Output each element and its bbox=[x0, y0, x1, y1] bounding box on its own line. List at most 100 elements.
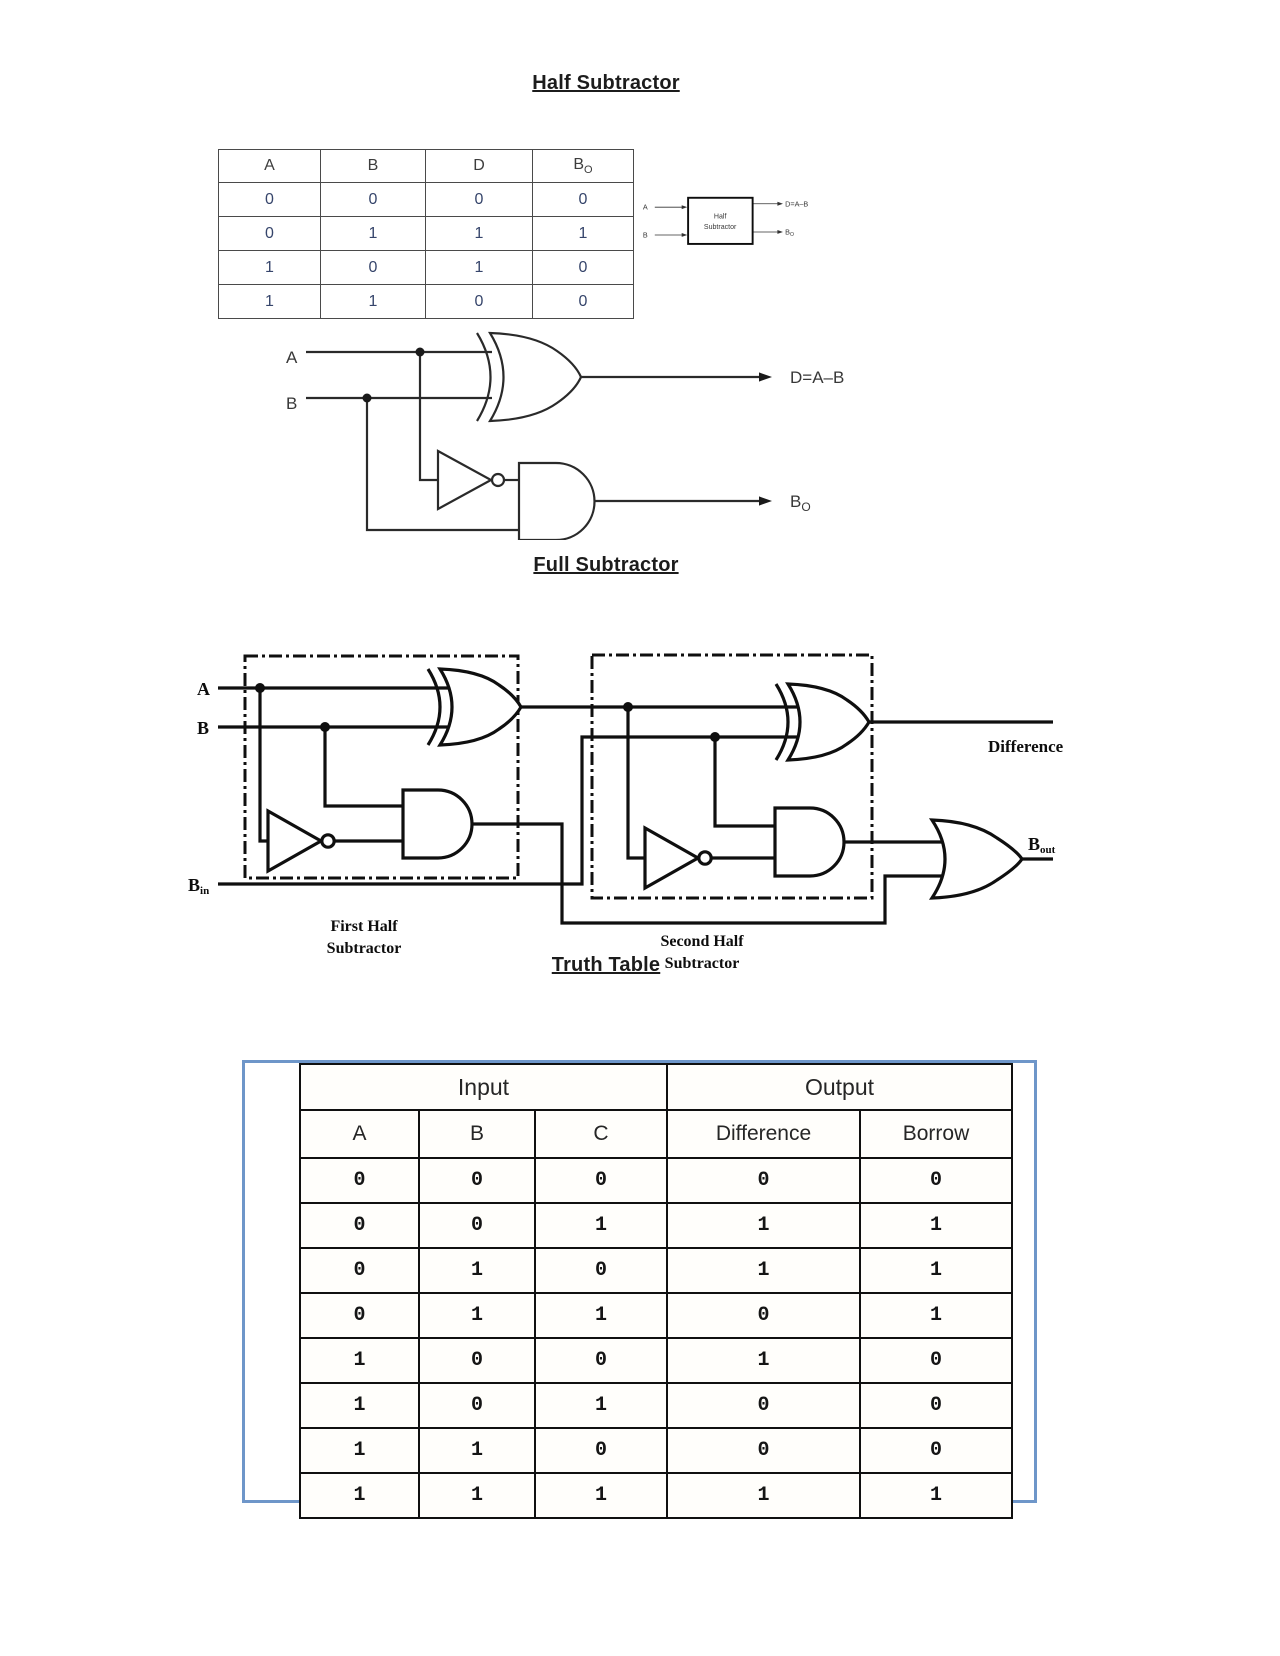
table-cell: 0 bbox=[299, 1247, 420, 1294]
column-header-a: A bbox=[218, 149, 321, 183]
and1-gate bbox=[401, 788, 474, 860]
table-cell: 1 bbox=[534, 1472, 668, 1519]
table-cell: 1 bbox=[299, 1382, 420, 1429]
table-cell: 0 bbox=[666, 1157, 861, 1204]
table-cell: 0 bbox=[858, 1427, 1014, 1474]
label-output-borrow: BO bbox=[785, 228, 794, 239]
table-cell: 1 bbox=[425, 216, 533, 251]
table-cell: 0 bbox=[418, 1157, 536, 1204]
junction-dot bbox=[415, 347, 425, 357]
wire-bin bbox=[218, 735, 799, 886]
table-cell: 1 bbox=[320, 216, 426, 251]
column-header-borrow: Borrow bbox=[858, 1109, 1014, 1159]
column-header-row: A B C Difference Borrow bbox=[299, 1109, 1014, 1159]
table-cell: 0 bbox=[534, 1337, 668, 1384]
table-cell: 1 bbox=[858, 1247, 1014, 1294]
wire-a-to-not1 bbox=[258, 688, 268, 843]
group-header-input: Input bbox=[299, 1063, 668, 1111]
table-cell: 0 bbox=[666, 1292, 861, 1339]
half-subtractor-title: Half Subtractor bbox=[532, 72, 680, 94]
table-cell: 0 bbox=[534, 1157, 668, 1204]
bo-sub: O bbox=[790, 232, 794, 238]
label-input-b: B bbox=[643, 231, 648, 240]
table-cell: 1 bbox=[299, 1427, 420, 1474]
table-cell: 1 bbox=[858, 1292, 1014, 1339]
label-difference: Difference bbox=[988, 737, 1064, 756]
wire-bin-to-and2 bbox=[713, 737, 775, 828]
table-cell: 1 bbox=[418, 1427, 536, 1474]
not-gate-bubble bbox=[490, 472, 506, 488]
column-header-c: C bbox=[534, 1109, 668, 1159]
arrowhead-icon bbox=[759, 496, 772, 506]
table-cell: 1 bbox=[299, 1472, 420, 1519]
bo-sub: O bbox=[584, 164, 593, 177]
table-cell: 0 bbox=[418, 1337, 536, 1384]
table-cell: 0 bbox=[858, 1337, 1014, 1384]
table-cell: 1 bbox=[666, 1202, 861, 1249]
first-half-subtractor-box bbox=[243, 654, 520, 880]
bout-main: B bbox=[1028, 834, 1040, 854]
table-cell: 0 bbox=[299, 1157, 420, 1204]
junction-dot bbox=[255, 683, 265, 693]
bo-sub: O bbox=[801, 500, 810, 514]
table-cell: 1 bbox=[666, 1472, 861, 1519]
table-cell: 0 bbox=[858, 1382, 1014, 1429]
column-header-bo: BO bbox=[532, 149, 634, 183]
xor1-gate bbox=[437, 667, 523, 747]
junction-dot bbox=[623, 702, 633, 712]
table-cell: 1 bbox=[320, 284, 426, 319]
table-cell: 1 bbox=[299, 1337, 420, 1384]
table-cell: 0 bbox=[666, 1382, 861, 1429]
second-half-subtractor-box bbox=[590, 653, 874, 900]
column-header-difference: Difference bbox=[666, 1109, 861, 1159]
arrowhead-icon bbox=[777, 229, 783, 234]
table-cell: 0 bbox=[320, 250, 426, 285]
arrowhead-icon bbox=[681, 232, 688, 237]
full-subtractor-title: Full Subtractor bbox=[533, 554, 679, 576]
or-gate bbox=[928, 818, 1024, 900]
label-output-difference: D=A–B bbox=[785, 199, 808, 208]
half-subtractor-box bbox=[687, 196, 754, 245]
column-header-a: A bbox=[299, 1109, 420, 1159]
table-cell: 0 bbox=[532, 284, 634, 319]
table-cell: 0 bbox=[320, 182, 426, 217]
table-cell: 0 bbox=[425, 284, 533, 319]
arrowhead-icon bbox=[759, 372, 772, 382]
arrowhead-icon bbox=[777, 201, 783, 206]
label-b: B bbox=[286, 394, 297, 413]
table-cell: 1 bbox=[418, 1292, 536, 1339]
not1-gate bbox=[266, 808, 325, 874]
xor2-gate bbox=[785, 682, 871, 762]
label-difference: D=A–B bbox=[790, 368, 844, 387]
arrowhead-icon bbox=[681, 205, 688, 210]
label-a: A bbox=[286, 348, 298, 367]
truth-table-title: Truth Table bbox=[551, 954, 661, 976]
table-cell: 0 bbox=[666, 1427, 861, 1474]
table-cell: 1 bbox=[858, 1202, 1014, 1249]
table-cell: 0 bbox=[299, 1202, 420, 1249]
table-cell: 1 bbox=[534, 1382, 668, 1429]
table-cell: 1 bbox=[218, 284, 321, 319]
table-cell: 0 bbox=[425, 182, 533, 217]
table-cell: 0 bbox=[532, 250, 634, 285]
table-cell: 1 bbox=[534, 1202, 668, 1249]
second-half-caption-line2: Subtractor bbox=[665, 955, 740, 972]
label-input-b: B bbox=[197, 718, 209, 738]
not1-gate-bubble bbox=[320, 833, 336, 849]
table-header-row: A B D BO bbox=[218, 149, 634, 183]
table-cell: 1 bbox=[858, 1472, 1014, 1519]
not2-gate-bubble bbox=[697, 850, 713, 866]
table-cell: 1 bbox=[418, 1247, 536, 1294]
half-subtractor-gate-circuit: A B D=A–B BO bbox=[286, 331, 844, 540]
